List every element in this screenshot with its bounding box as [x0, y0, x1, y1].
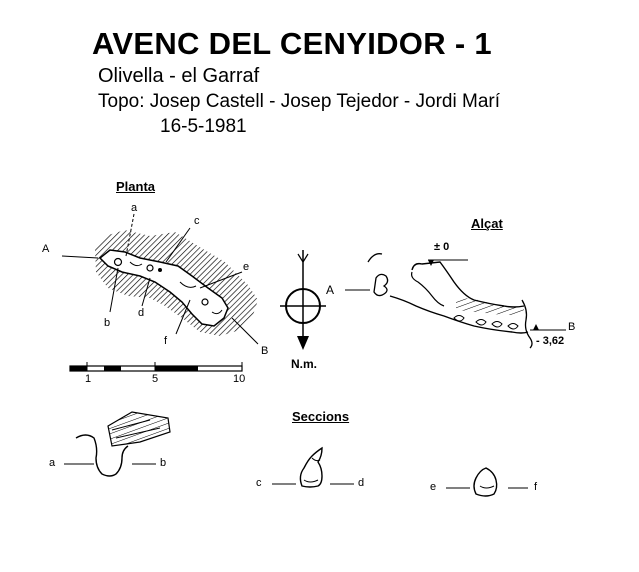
section-label-c: c — [256, 477, 262, 489]
plan-label-a: a — [131, 202, 138, 214]
survey-date: 16-5-1981 — [160, 116, 247, 137]
sections-heading: Seccions — [292, 409, 350, 424]
section-label-e: e — [430, 481, 437, 493]
scale-tick-1: 1 — [85, 373, 92, 385]
section-ab — [64, 411, 171, 477]
elevation-bottom-level: - 3,62 — [536, 335, 565, 347]
plan-label-d: d — [138, 307, 145, 319]
scale-tick-10: 10 — [233, 373, 246, 385]
plan-label-e: e — [243, 261, 250, 273]
surveyors-text: Topo: Josep Castell - Josep Tejedor - Jo… — [98, 91, 500, 112]
elevation-view — [367, 253, 566, 349]
plan-view — [61, 213, 259, 345]
cave-title: AVENC DEL CENYIDOR - 1 — [92, 26, 492, 61]
plan-label-B: B — [261, 345, 269, 357]
section-label-d: d — [358, 477, 365, 489]
elevation-marker-A: A — [326, 283, 335, 297]
plan-label-f: f — [164, 335, 168, 347]
elevation-top-level: ± 0 — [434, 241, 450, 253]
section-label-f: f — [534, 481, 538, 493]
location-text: Olivella - el Garraf — [98, 65, 260, 87]
plan-label-b: b — [104, 317, 111, 329]
section-cd — [272, 446, 354, 488]
section-ef — [446, 467, 528, 497]
north-label: N.m. — [291, 357, 318, 371]
section-label-a: a — [49, 457, 56, 469]
plan-label-c: c — [194, 215, 200, 227]
section-label-b: b — [160, 457, 167, 469]
plan-label-A: A — [42, 243, 50, 255]
scale-tick-5: 5 — [152, 373, 159, 385]
scale-bar — [69, 362, 243, 372]
north-arrow — [280, 250, 370, 350]
elevation-label-B: B — [568, 321, 576, 333]
elevation-heading: Alçat — [471, 216, 503, 231]
plan-gallery — [98, 249, 229, 327]
plan-heading: Planta — [116, 179, 156, 194]
